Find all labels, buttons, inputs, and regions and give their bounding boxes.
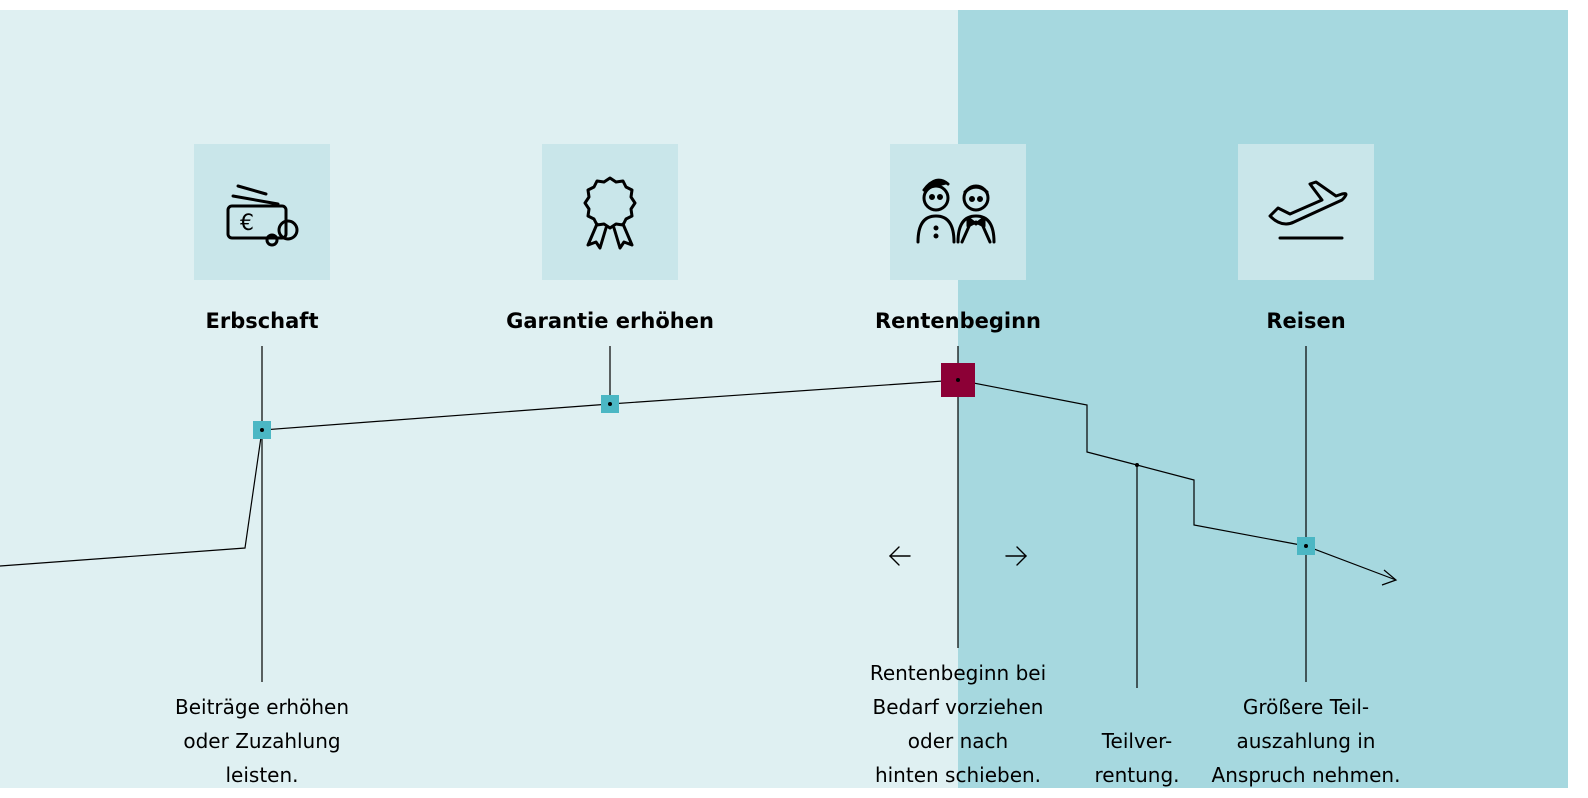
reisen-tile (1238, 144, 1374, 280)
caption-line: Anspruch nehmen. (1211, 763, 1401, 787)
shift-earlier-button[interactable] (882, 538, 918, 574)
caption-line: oder nach (907, 729, 1009, 753)
point-rentenbeginn (956, 378, 960, 382)
caption-erbschaft: Beiträge erhöhen oder Zuzahlung leisten. (162, 690, 362, 788)
retirement-phase-zone (958, 10, 1568, 788)
caption-line: oder Zuzahlung (183, 729, 341, 753)
caption-line: Rentenbeginn bei (869, 661, 1047, 685)
point-garantie (608, 402, 612, 406)
erbschaft-tile: € (194, 144, 330, 280)
point-reisen (1304, 544, 1308, 548)
caption-rentenbeginn: Rentenbeginn bei Bedarf vorziehen oder n… (853, 656, 1063, 788)
arrow-right-icon (1005, 546, 1027, 566)
caption-line: rentung. (1094, 763, 1180, 787)
shift-later-button[interactable] (998, 538, 1034, 574)
event-title-reisen: Reisen (1266, 309, 1346, 333)
timeline-stage: € (0, 10, 1568, 788)
point-teilverrentung (1135, 463, 1139, 467)
award-rosette-icon (583, 176, 637, 250)
curve-arrowhead (1381, 569, 1398, 586)
caption-line: Größere Teil- (1242, 695, 1370, 719)
caption-line: auszahlung in (1236, 729, 1376, 753)
event-title-erbschaft: Erbschaft (205, 309, 319, 333)
caption-reisen: Größere Teil- auszahlung in Anspruch neh… (1196, 690, 1416, 788)
savings-curve (0, 379, 1397, 581)
point-erbschaft (260, 428, 264, 432)
garantie-tile (542, 144, 678, 280)
caption-line: Teilver- (1101, 729, 1173, 753)
caption-line: hinten schieben. (874, 763, 1042, 787)
event-title-rentenbeginn: Rentenbeginn (874, 309, 1041, 333)
event-title-garantie: Garantie erhöhen (506, 309, 714, 333)
caption-line: Beiträge erhöhen (174, 695, 349, 719)
airplane-departure-icon (1268, 180, 1348, 240)
caption-line: leisten. (225, 763, 299, 787)
arrow-left-icon (889, 546, 911, 566)
svg-text:€: € (240, 211, 254, 236)
rentenbeginn-tile (890, 144, 1026, 280)
caption-line: Bedarf vorziehen (872, 695, 1044, 719)
timeline-graph (0, 346, 1398, 688)
wallet-euro-coin-icon: € (226, 184, 299, 247)
couple-portrait-icon (916, 178, 996, 244)
caption-teilverrentung: Teilver- rentung. (1082, 724, 1192, 788)
